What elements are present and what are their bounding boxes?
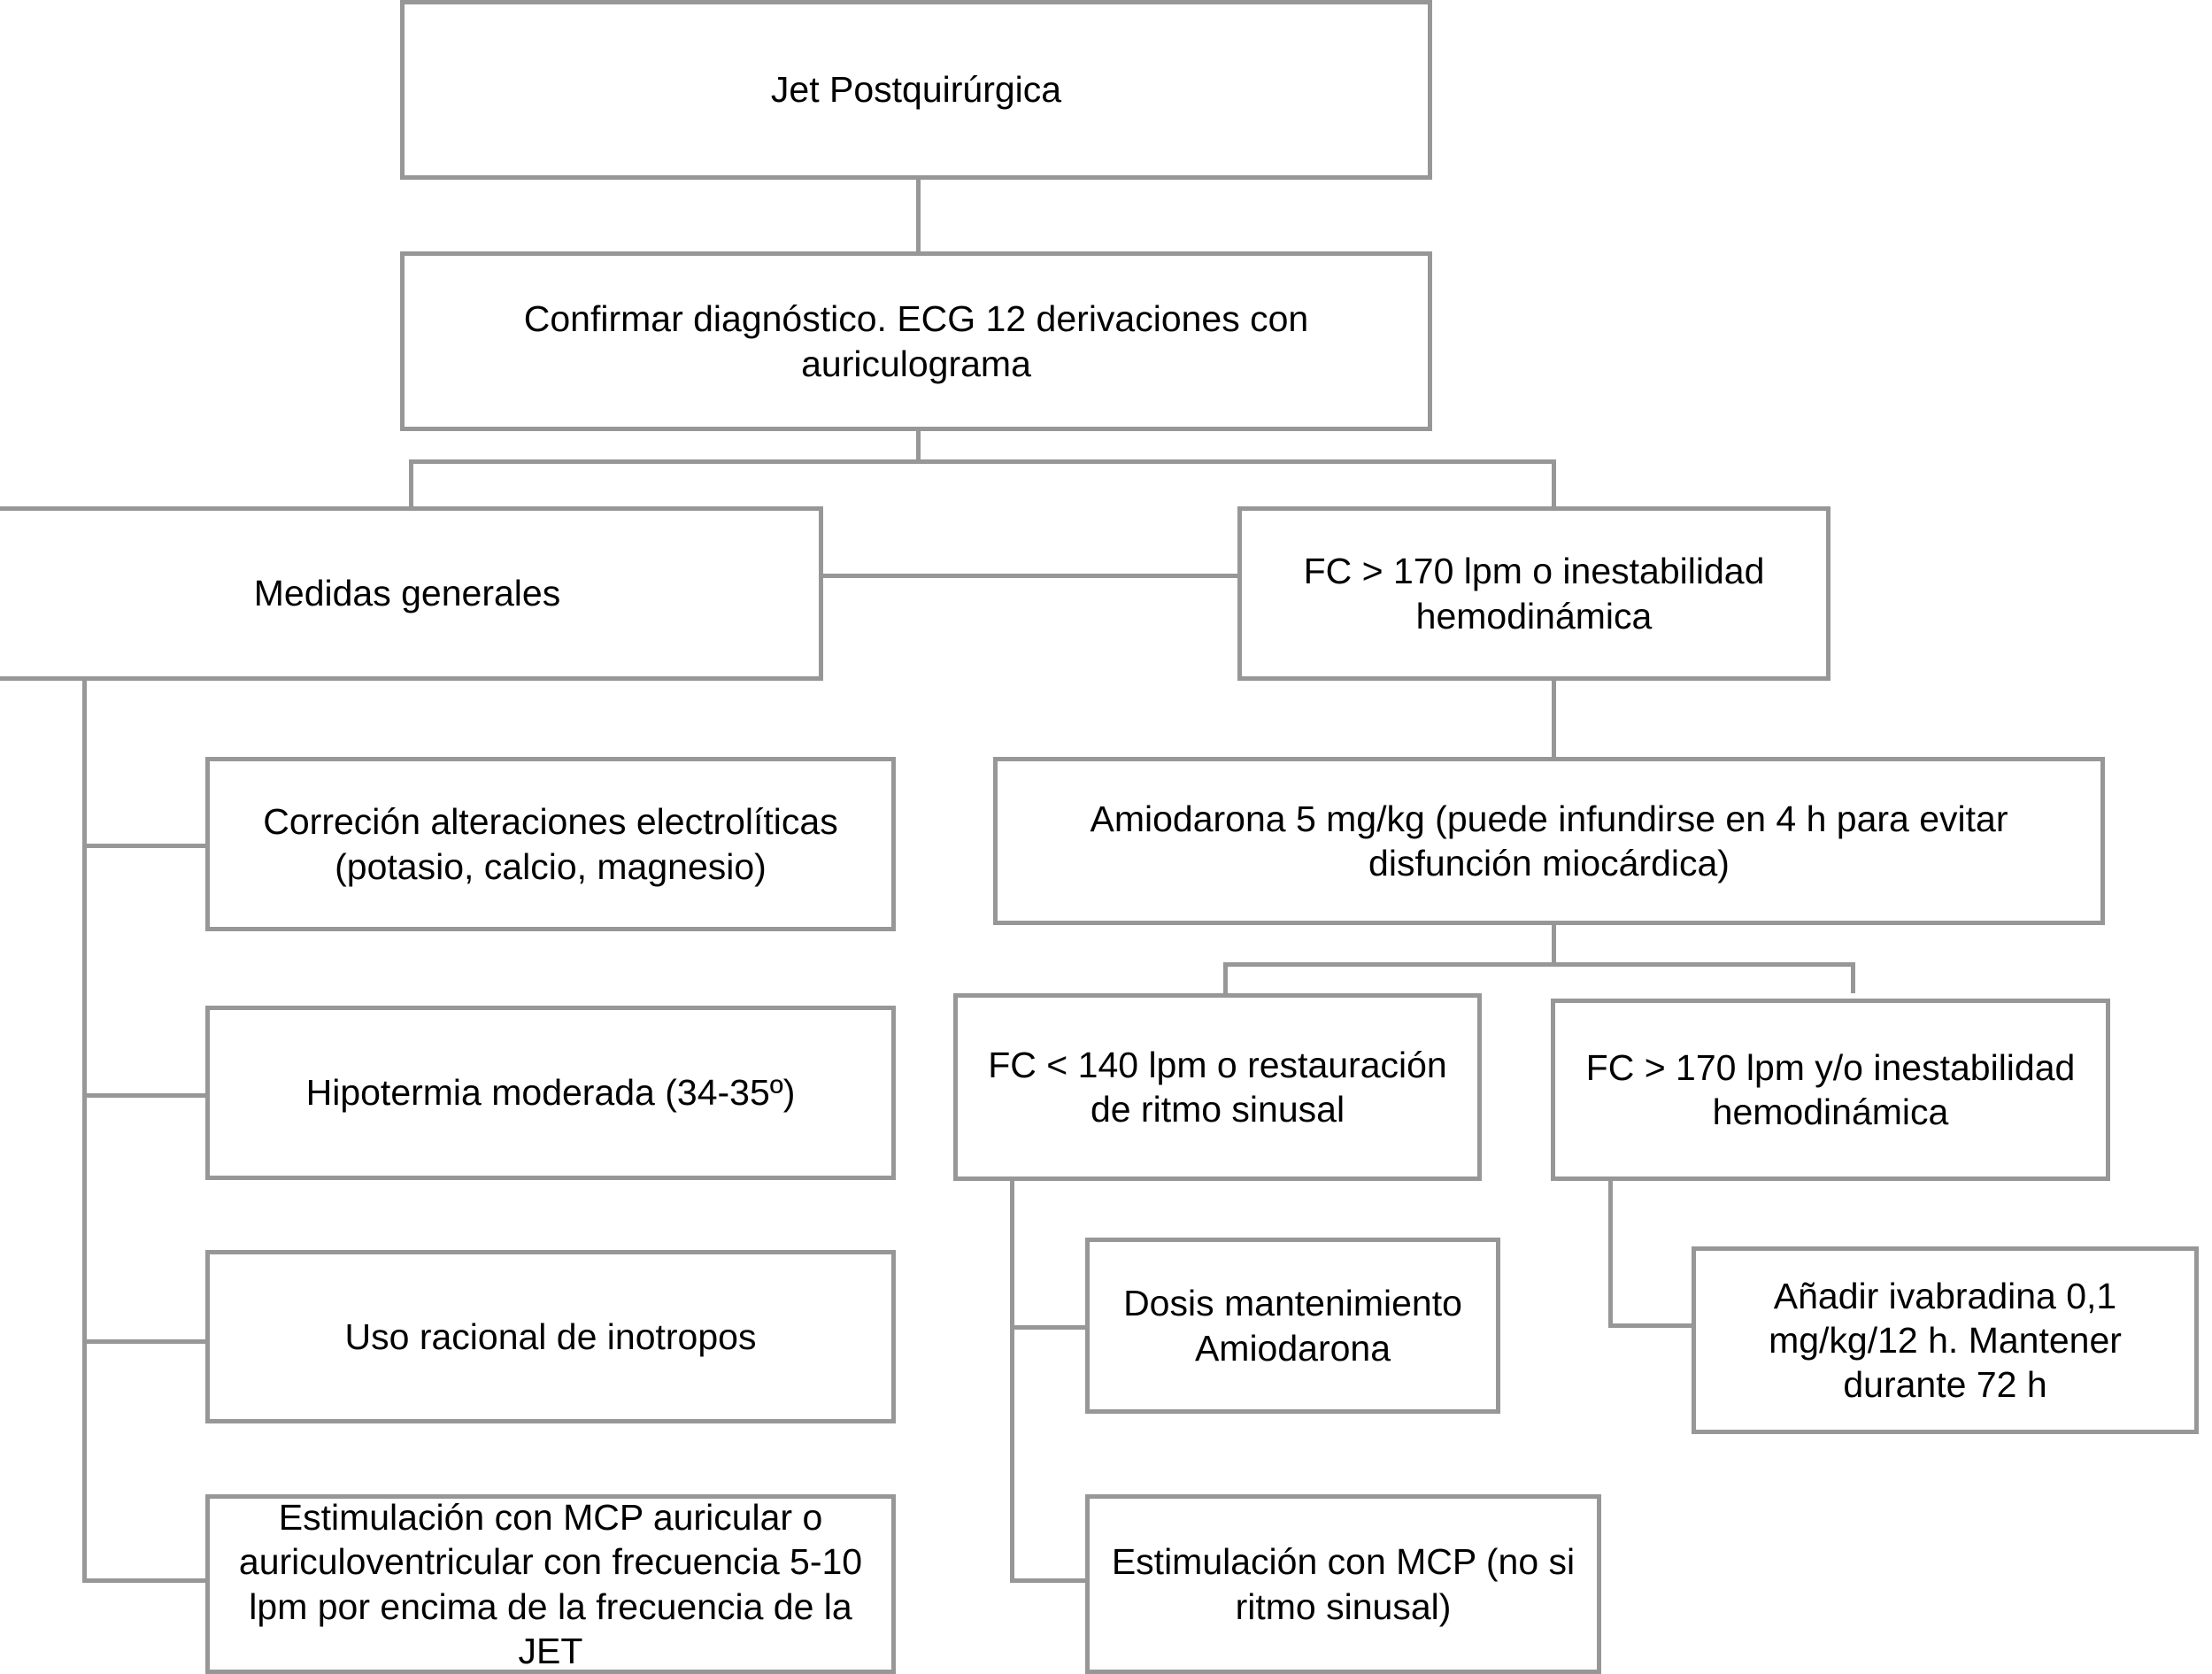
edge-fc140-branch-mcp	[1010, 1578, 1090, 1583]
node-fc-140-sinusal[interactable]: FC < 140 lpm o restauración de ritmo sin…	[953, 993, 1482, 1181]
edge-amiodarona-split-bar	[1223, 962, 1855, 967]
edge-fc170yo-rail	[1608, 1181, 1613, 1328]
node-hipotermia[interactable]: Hipotermia moderada (34-35º)	[205, 1006, 896, 1180]
node-fc-170-yo-inestabilidad[interactable]: FC > 170 lpm y/o inestabilidad hemodinám…	[1551, 999, 2110, 1181]
edge-left-branch-hipotermia	[82, 1093, 210, 1098]
node-correccion-electrolitos[interactable]: Correción alteraciones electrolíticas (p…	[205, 757, 896, 931]
node-fc-140-sinusal-label: FC < 140 lpm o restauración de ritmo sin…	[988, 1044, 1447, 1130]
edge-fc140-branch-dosis	[1010, 1325, 1090, 1330]
node-dosis-mantenimiento[interactable]: Dosis mantenimiento Amiodarona	[1085, 1238, 1500, 1414]
edge-amiodarona-split-left	[1223, 962, 1228, 993]
edge-split-left-drop	[409, 459, 413, 508]
node-inotropos[interactable]: Uso racional de inotropos	[205, 1250, 896, 1423]
edge-fc170yo-branch-ivabradina	[1608, 1323, 1697, 1328]
node-amiodarona-carga[interactable]: Amiodarona 5 mg/kg (puede infundirse en …	[993, 757, 2105, 925]
edge-split-bar	[409, 459, 1556, 464]
node-correccion-electrolitos-label: Correción alteraciones electrolíticas (p…	[263, 801, 838, 887]
node-root-label: Jet Postquirúrgica	[770, 69, 1062, 111]
node-fc-170-inestabilidad[interactable]: FC > 170 lpm o inestabilidad hemodinámic…	[1237, 506, 1830, 681]
node-mcp-auricular-label: Estimulación con MCP auricular o auricul…	[238, 1497, 863, 1671]
edge-left-rail	[82, 680, 87, 1583]
node-confirmar-diagnostico[interactable]: Confirmar diagnóstico. ECG 12 derivacion…	[400, 251, 1432, 431]
node-fc-170-inestabilidad-label: FC > 170 lpm o inestabilidad hemodinámic…	[1303, 551, 1765, 636]
edge-left-branch-mcp	[82, 1578, 210, 1583]
edge-fc140-rail	[1010, 1181, 1014, 1582]
node-ivabradina-label: Añadir ivabradina 0,1 mg/kg/12 h. Manten…	[1769, 1275, 2122, 1405]
node-root[interactable]: Jet Postquirúrgica	[400, 0, 1432, 180]
edge-medidas-to-fc170	[821, 574, 1237, 578]
node-confirmar-diagnostico-label: Confirmar diagnóstico. ECG 12 derivacion…	[523, 298, 1309, 384]
node-medidas-generales[interactable]: Medidas generales	[0, 506, 823, 681]
node-medidas-generales-label: Medidas generales	[253, 573, 561, 614]
node-mcp-no-sinusal-label: Estimulación con MCP (no si ritmo sinusa…	[1111, 1541, 1576, 1627]
edge-root-to-confirm	[916, 177, 921, 253]
edge-amiodarona-split-right	[1851, 962, 1855, 993]
node-mcp-auricular[interactable]: Estimulación con MCP auricular o auricul…	[205, 1494, 896, 1674]
edge-split-right-drop	[1552, 459, 1556, 508]
node-amiodarona-carga-label: Amiodarona 5 mg/kg (puede infundirse en …	[1090, 798, 2008, 883]
edge-left-branch-inotropos	[82, 1339, 210, 1344]
node-fc-170-yo-inestabilidad-label: FC > 170 lpm y/o inestabilidad hemodinám…	[1585, 1046, 2076, 1132]
node-hipotermia-label: Hipotermia moderada (34-35º)	[305, 1072, 796, 1114]
edge-fc170-to-amiodarona	[1552, 676, 1556, 760]
node-ivabradina[interactable]: Añadir ivabradina 0,1 mg/kg/12 h. Manten…	[1692, 1246, 2199, 1434]
node-mcp-no-sinusal[interactable]: Estimulación con MCP (no si ritmo sinusa…	[1085, 1494, 1601, 1674]
node-dosis-mantenimiento-label: Dosis mantenimiento Amiodarona	[1123, 1283, 1462, 1369]
node-inotropos-label: Uso racional de inotropos	[344, 1315, 757, 1357]
edge-amiodarona-stem	[1552, 922, 1556, 967]
edge-left-branch-electrolitos	[82, 844, 210, 848]
edge-confirm-stem	[916, 428, 921, 464]
